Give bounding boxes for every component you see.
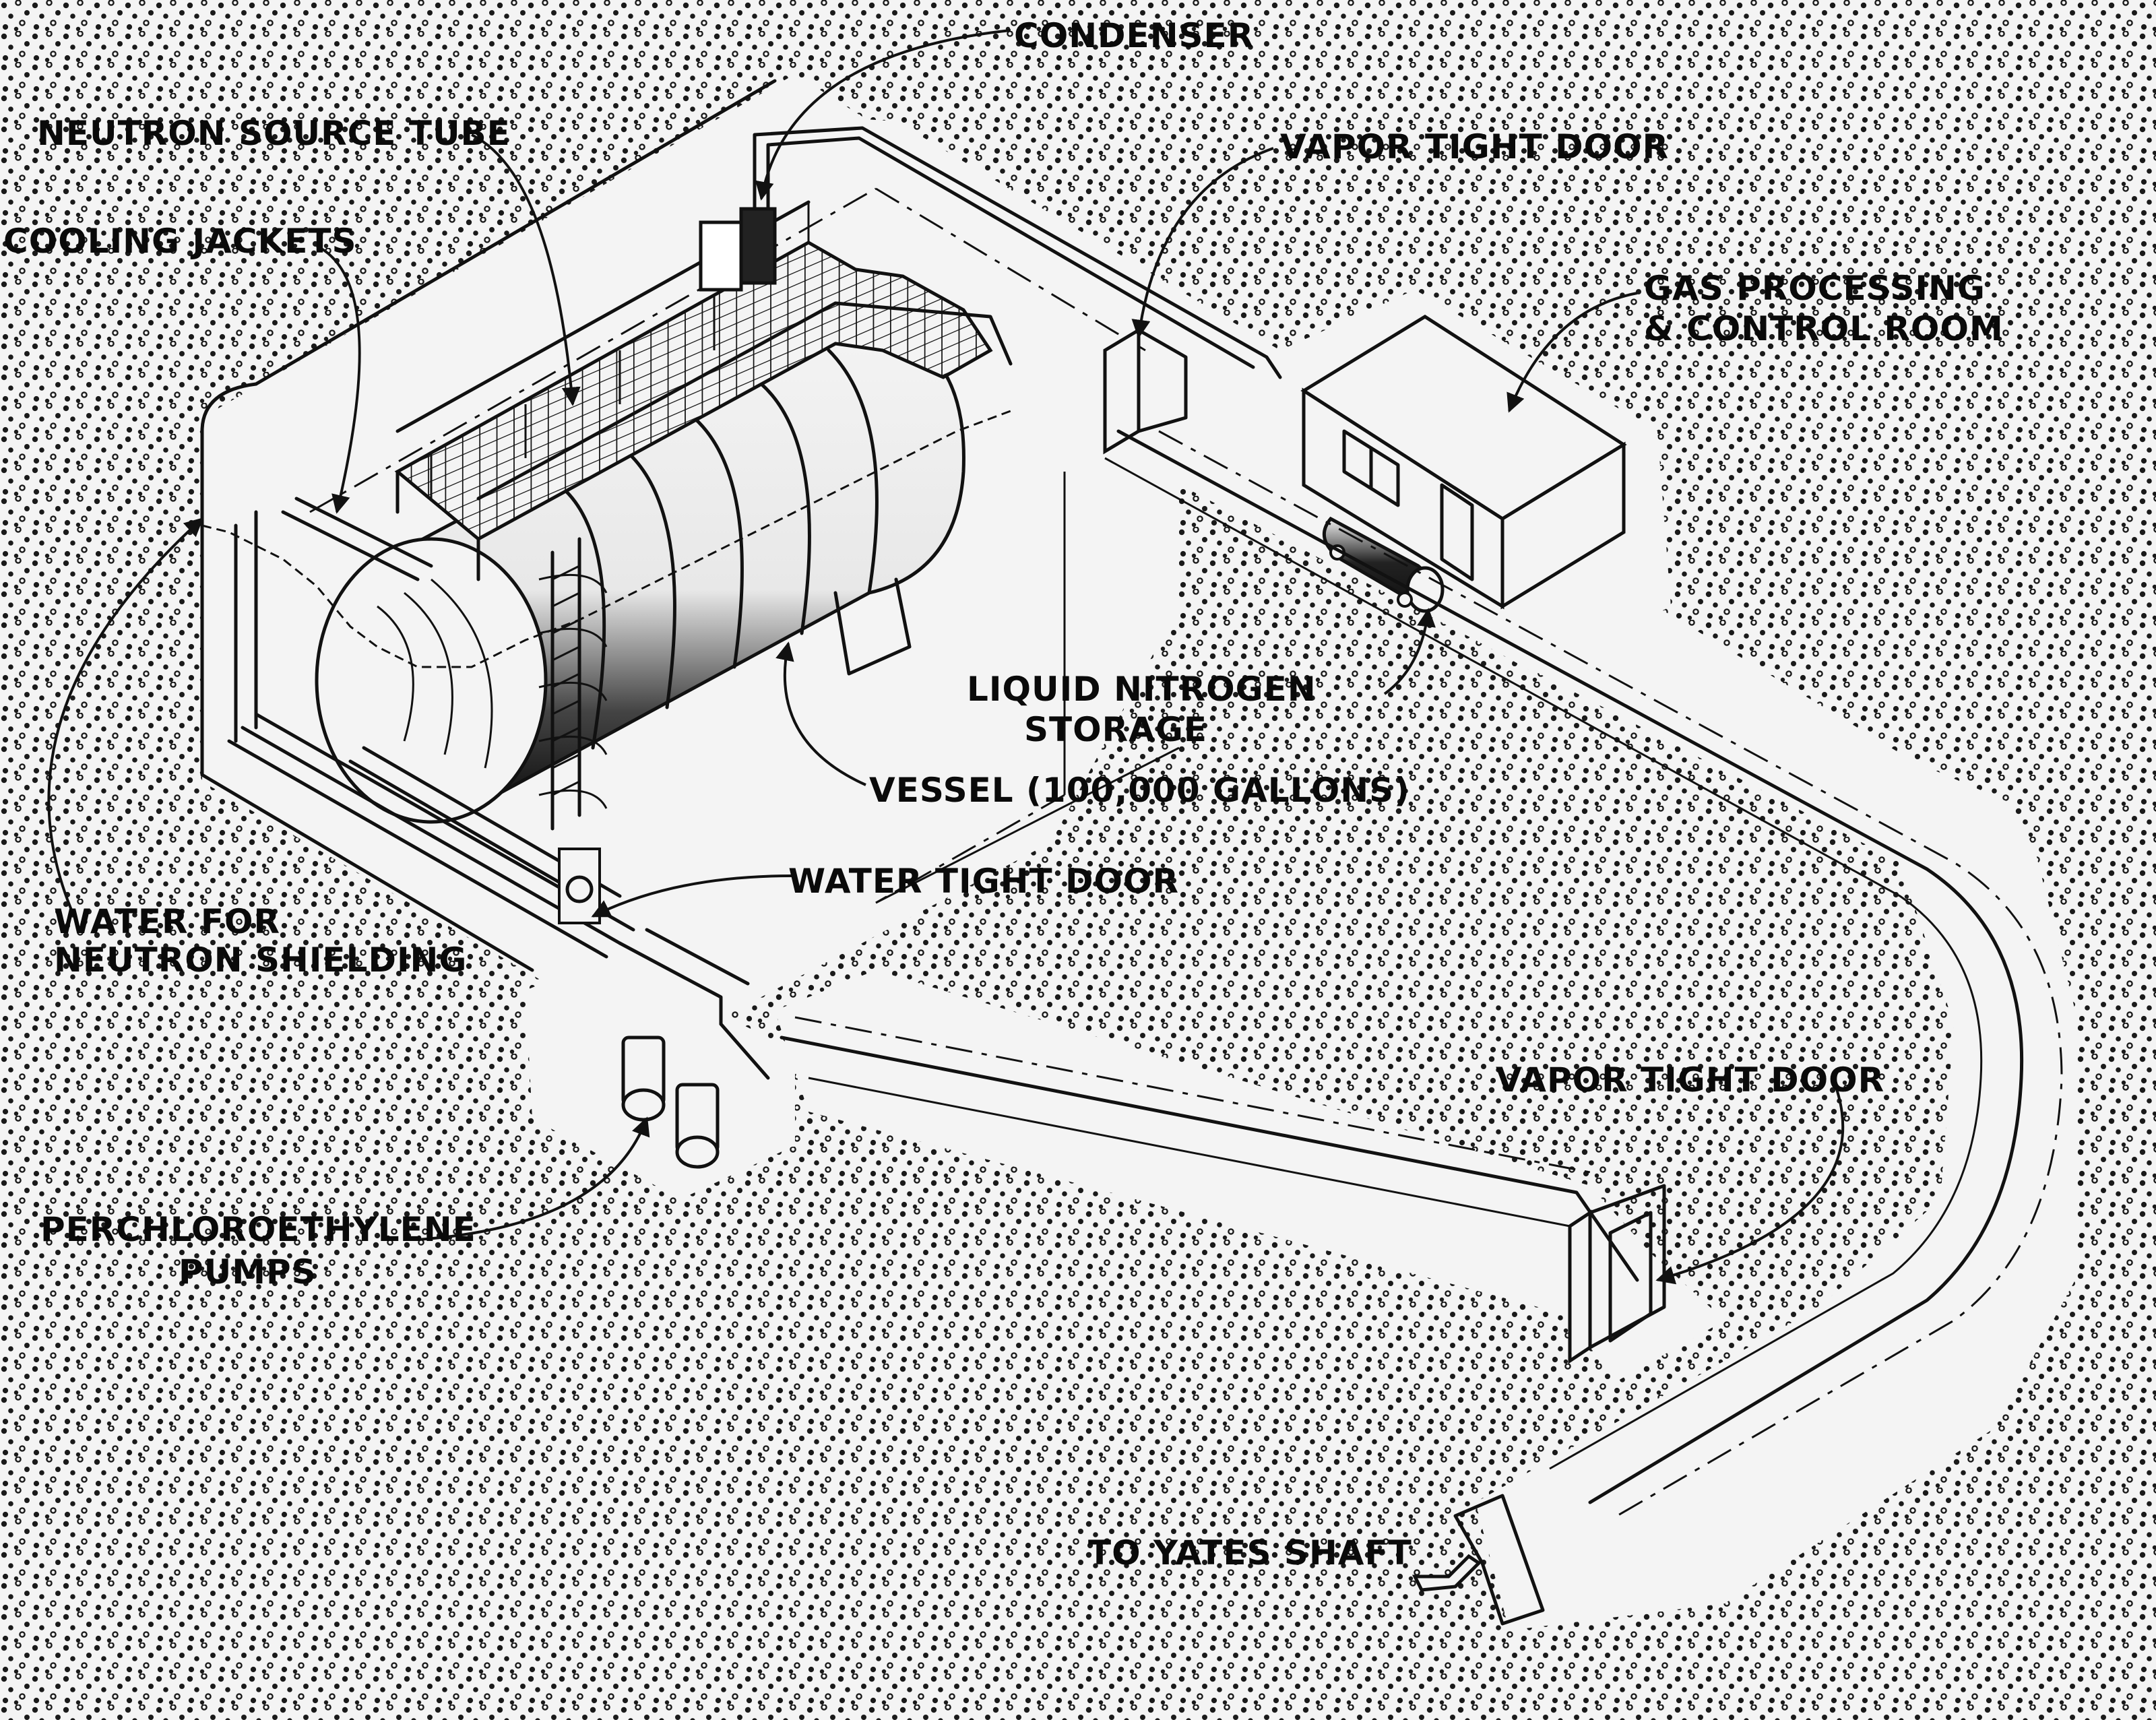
label-cooling-jackets: COOLING JACKETS bbox=[3, 222, 356, 261]
label-yates-shaft: TO YATES SHAFT bbox=[1088, 1533, 1412, 1572]
gas-processing-control-room bbox=[1300, 315, 1627, 610]
label-water-shielding-line1: WATER FOR bbox=[54, 902, 280, 941]
tunnel-linework bbox=[780, 429, 2063, 1626]
vessel bbox=[201, 321, 1011, 824]
label-gas-processing-line1: GAS PROCESSING bbox=[1644, 269, 1986, 308]
label-pumps-line1: PERCHLOROETHYLENE bbox=[40, 1210, 476, 1249]
cavern-box bbox=[200, 79, 1180, 972]
vessel-ribs bbox=[557, 348, 879, 750]
label-vessel: VESSEL (100,000 GALLONS) bbox=[869, 771, 1410, 810]
labels: CONDENSER NEUTRON SOURCE TUBE VAPOR TIGH… bbox=[3, 16, 2004, 1572]
control-room-door bbox=[1440, 483, 1474, 581]
label-water-shielding-line2: NEUTRON SHIELDING bbox=[54, 941, 467, 980]
perchloroethylene-pumps bbox=[618, 928, 770, 1169]
tunnel-end-face bbox=[1453, 1494, 1545, 1626]
lower-drift bbox=[775, 970, 1725, 1381]
vessel-cut-line bbox=[201, 410, 1011, 668]
label-liquid-nitrogen-line1: LIQUID NITROGEN bbox=[967, 670, 1317, 709]
pump-1 bbox=[621, 1036, 666, 1122]
label-neutron-source-tube: NEUTRON SOURCE TUBE bbox=[37, 114, 511, 153]
label-pumps-line2: PUMPS bbox=[179, 1252, 317, 1292]
leader-lines bbox=[47, 29, 1845, 1285]
label-water-tight-door: WATER TIGHT DOOR bbox=[788, 862, 1179, 901]
water-tight-door bbox=[558, 848, 601, 924]
vessel-end-cap bbox=[315, 537, 548, 824]
label-vapor-tight-door-lower: VAPOR TIGHT DOOR bbox=[1496, 1060, 1884, 1100]
vapor-tight-door-upper bbox=[1103, 327, 1188, 455]
catwalk bbox=[394, 200, 1013, 581]
vessel-support bbox=[833, 577, 912, 676]
pump-2 bbox=[675, 1083, 720, 1169]
control-room-window bbox=[1342, 429, 1400, 507]
vapor-tight-door-lower bbox=[1568, 1184, 1666, 1364]
control-room-side bbox=[1500, 441, 1626, 610]
label-liquid-nitrogen-line2: STORAGE bbox=[1024, 710, 1207, 749]
caged-ladder bbox=[538, 537, 608, 831]
label-condenser: CONDENSER bbox=[1014, 16, 1254, 55]
catwalk-deck bbox=[394, 241, 993, 542]
label-gas-processing-line2: & CONTROL ROOM bbox=[1644, 309, 2004, 348]
label-vapor-tight-door-upper: VAPOR TIGHT DOOR bbox=[1280, 127, 1669, 166]
yates-shaft-arrow bbox=[1412, 1554, 1482, 1592]
